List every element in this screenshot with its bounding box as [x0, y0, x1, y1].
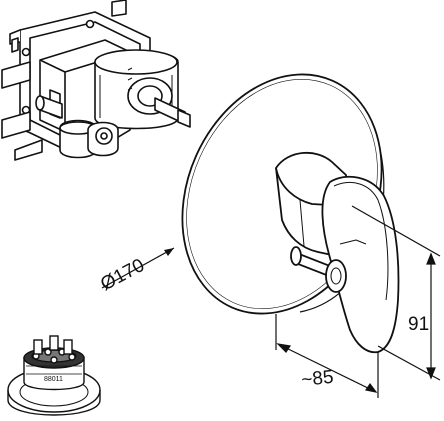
diameter-label: Ø170 — [97, 255, 148, 295]
height-label: 91 — [408, 314, 429, 335]
mixer-lever-icon — [275, 151, 400, 354]
rough-in-valve-body-icon — [1, 0, 191, 161]
cartridge-label: 88011 — [44, 376, 63, 383]
depth-label: ~85 — [300, 367, 334, 391]
depth-dimension — [275, 314, 379, 398]
installation-cartridge-icon — [7, 335, 101, 416]
height-dimension — [351, 205, 441, 381]
diameter-dimension: Ø170 — [97, 247, 175, 295]
diverter-knob-icon — [290, 246, 347, 293]
